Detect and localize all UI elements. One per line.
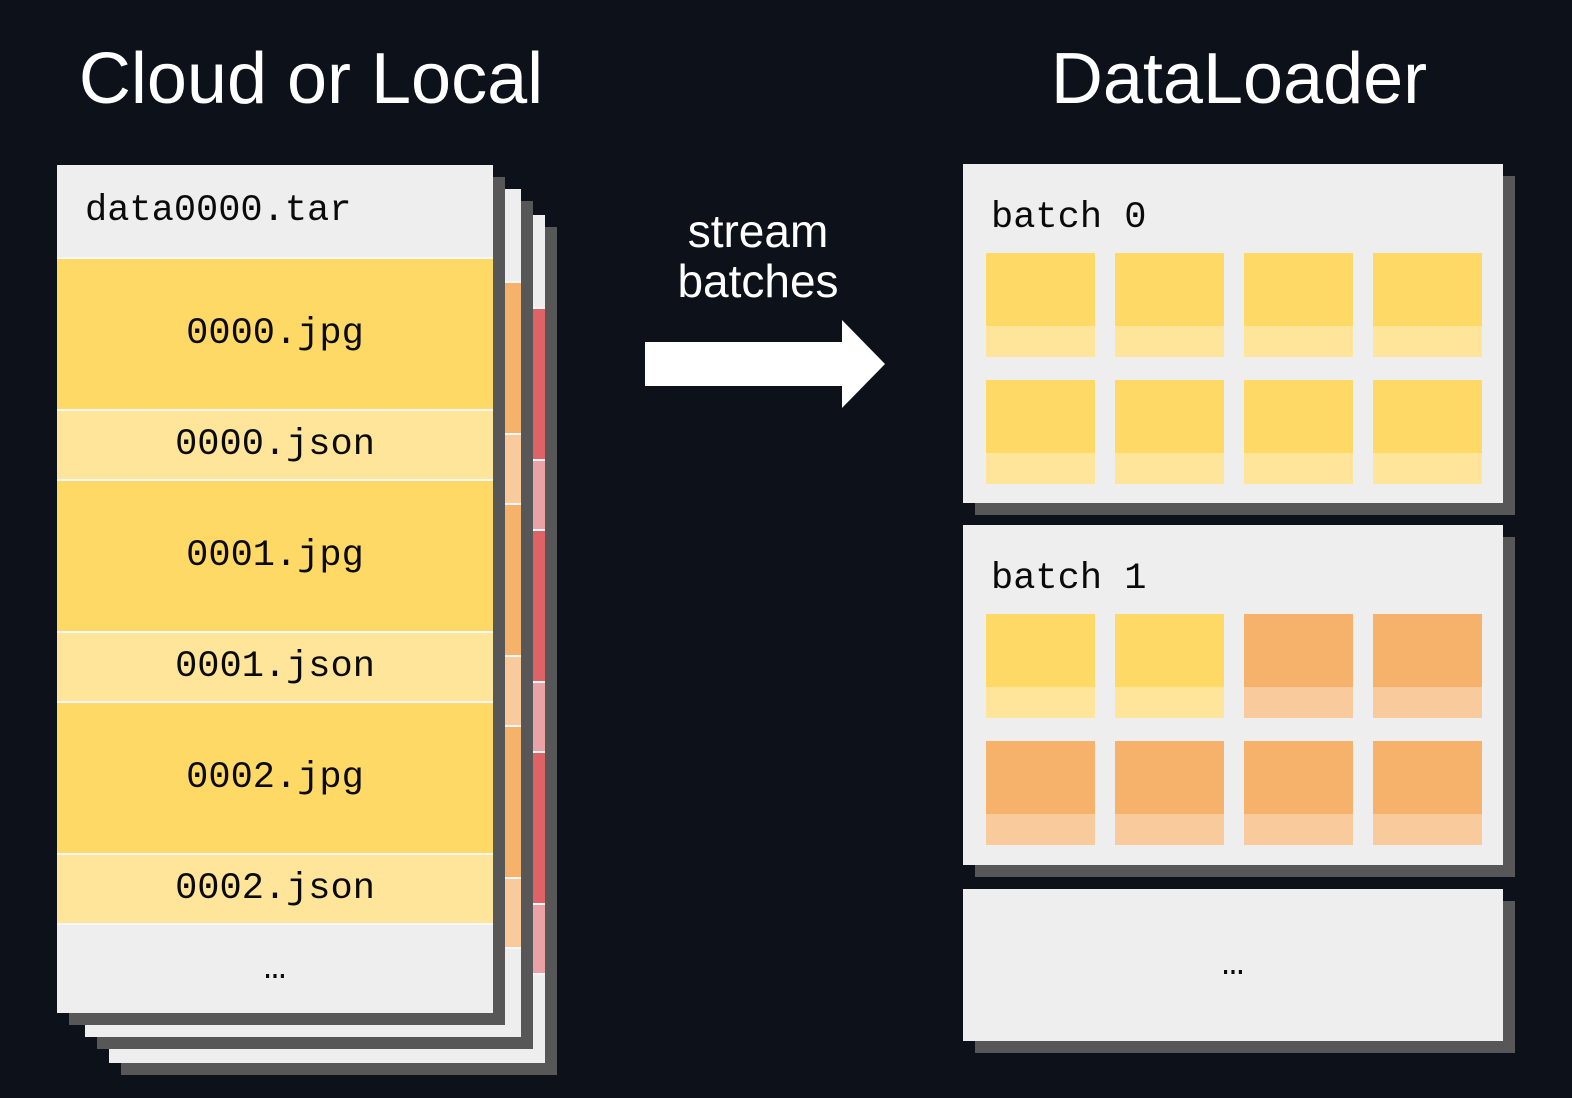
stream-batches-line2: batches — [677, 255, 839, 307]
row-separator — [57, 409, 493, 411]
sample-image-block — [1373, 380, 1482, 453]
sample-image-block — [1244, 614, 1353, 687]
right-column-title: DataLoader — [1050, 39, 1428, 119]
sample-json-block — [1373, 326, 1482, 357]
row-separator — [57, 631, 493, 633]
sample-tile-orange — [1244, 614, 1353, 718]
sample-image-block — [1373, 741, 1482, 814]
shard-entry-json: 0001.json — [57, 633, 493, 701]
sample-image-block — [1244, 741, 1353, 814]
shard-filename: data0000.tar — [57, 165, 493, 257]
stream-batches-line1: stream — [687, 205, 829, 257]
sample-tile-yellow — [1115, 253, 1224, 357]
row-separator — [57, 923, 493, 925]
sample-json-block — [1115, 453, 1224, 484]
sample-image-block — [986, 741, 1095, 814]
row-separator — [57, 853, 493, 855]
sample-image-block — [1115, 614, 1224, 687]
sample-json-block — [1373, 687, 1482, 718]
more-batches-card: … — [963, 889, 1503, 1041]
more-batches-ellipsis: … — [1221, 944, 1245, 986]
sample-json-block — [1115, 326, 1224, 357]
sample-image-block — [1115, 380, 1224, 453]
sample-tile-yellow — [1373, 380, 1482, 484]
sample-image-block — [986, 253, 1095, 326]
sample-image-block — [1244, 380, 1353, 453]
batch-tile-grid — [986, 614, 1503, 845]
stream-batches-label: stream batches — [677, 206, 838, 306]
row-separator — [57, 257, 493, 259]
sample-json-block — [1244, 687, 1353, 718]
shard-entry-jpg: 0002.jpg — [57, 703, 493, 853]
row-separator — [57, 479, 493, 481]
batch-label: batch 0 — [991, 197, 1147, 239]
sample-json-block — [986, 814, 1095, 845]
sample-image-block — [1115, 253, 1224, 326]
sample-tile-orange — [1373, 614, 1482, 718]
sample-image-block — [986, 380, 1095, 453]
sample-tile-orange — [1373, 741, 1482, 845]
row-separator — [57, 701, 493, 703]
shard-more-ellipsis: … — [57, 925, 493, 1013]
sample-json-block — [1373, 453, 1482, 484]
sample-json-block — [986, 453, 1095, 484]
sample-tile-orange — [1115, 741, 1224, 845]
sample-tile-orange — [986, 741, 1095, 845]
sample-json-block — [986, 687, 1095, 718]
sample-json-block — [1244, 326, 1353, 357]
sample-image-block — [1244, 253, 1353, 326]
sample-json-block — [1244, 453, 1353, 484]
sample-json-block — [1373, 814, 1482, 845]
shard-entry-json: 0000.json — [57, 411, 493, 479]
sample-json-block — [1115, 814, 1224, 845]
sample-json-block — [1244, 814, 1353, 845]
sample-tile-yellow — [1115, 380, 1224, 484]
left-column-title: Cloud or Local — [78, 39, 544, 119]
arrow-right-icon — [645, 320, 885, 408]
sample-tile-yellow — [986, 614, 1095, 718]
sample-tile-orange — [1244, 741, 1353, 845]
sample-tile-yellow — [1373, 253, 1482, 357]
shard-card-front: data0000.tar 0000.jpg 0000.json 0001.jpg… — [57, 165, 493, 1013]
shard-entry-jpg: 0000.jpg — [57, 259, 493, 409]
batch-tile-grid — [986, 253, 1503, 484]
sample-image-block — [986, 614, 1095, 687]
batch-card-1: batch 1 — [963, 525, 1503, 865]
batch-label: batch 1 — [991, 558, 1147, 600]
shard-entry-json: 0002.json — [57, 855, 493, 923]
sample-image-block — [1115, 741, 1224, 814]
sample-tile-yellow — [1115, 614, 1224, 718]
sample-tile-yellow — [1244, 253, 1353, 357]
sample-json-block — [986, 326, 1095, 357]
sample-tile-yellow — [986, 253, 1095, 357]
sample-image-block — [1373, 253, 1482, 326]
sample-image-block — [1373, 614, 1482, 687]
sample-tile-yellow — [986, 380, 1095, 484]
shard-entry-jpg: 0001.jpg — [57, 481, 493, 631]
sample-tile-yellow — [1244, 380, 1353, 484]
batch-card-0: batch 0 — [963, 164, 1503, 503]
sample-json-block — [1115, 687, 1224, 718]
